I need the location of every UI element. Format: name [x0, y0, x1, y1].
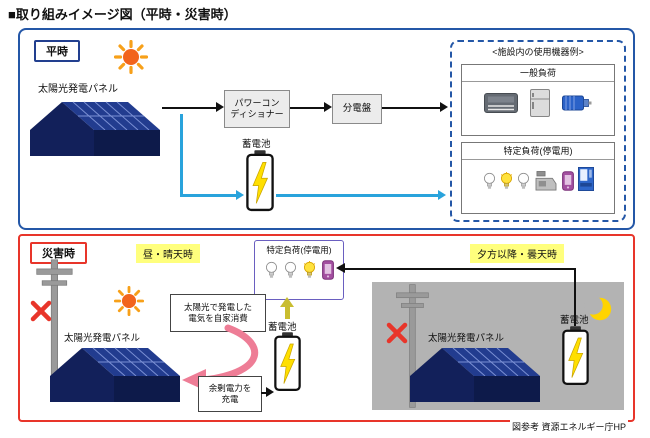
- light-bulb-lit-icon: [303, 261, 315, 279]
- battery-label: 蓄電池: [242, 139, 271, 150]
- solar-house-icon: [30, 101, 160, 156]
- connector-surplus-battery: [261, 392, 268, 394]
- evening-label: 夕方以降・曇天時: [470, 244, 564, 263]
- cash-register-icon: [535, 171, 556, 191]
- light-bulb-icon: [265, 261, 277, 279]
- specific-load-icons: [462, 167, 614, 191]
- general-load-box: 一般負荷: [461, 64, 615, 136]
- arrowhead-pcs-board: [324, 102, 332, 112]
- disaster-times-panel: 災害時 昼・晴天時 夕方以降・曇天時 特定負荷(停電用) 太陽光で発電した 電気…: [18, 234, 635, 422]
- light-bulb-lit-icon: [500, 172, 512, 190]
- specific-load-box: 特定負荷(停電用): [461, 142, 615, 214]
- refrigerator-icon: [530, 89, 550, 117]
- mobile-phone-icon: [321, 260, 334, 280]
- battery-label: 蓄電池: [268, 322, 297, 333]
- disaster-times-label: 災害時: [30, 242, 87, 264]
- vending-machine-icon: [577, 167, 594, 191]
- page-title: ■取り組みイメージ図（平時・災害時）: [8, 7, 237, 22]
- power-conditioner-box: パワーコン ディショナー: [224, 90, 290, 128]
- connector-night-battery-up: [574, 268, 576, 326]
- normal-times-panel: 平時 太陽光発電パネル パワーコン ディショナー 分電盤 蓄電池 <施設内の使用…: [18, 28, 635, 230]
- connector-house-down: [180, 114, 183, 196]
- arrowhead-board-facility: [440, 102, 448, 112]
- battery-icon: [274, 332, 301, 392]
- battery-icon: [562, 326, 589, 386]
- specific-load-box: 特定負荷(停電用): [254, 240, 344, 300]
- arrowhead-house-pcs: [216, 102, 224, 112]
- mobile-phone-icon: [561, 171, 574, 191]
- light-bulb-icon: [284, 261, 296, 279]
- solar-house-icon: [50, 347, 180, 402]
- specific-load-icons: [255, 260, 343, 280]
- facility-title: <施設内の使用機器例>: [492, 47, 584, 57]
- connector-night-battery-left: [345, 268, 575, 270]
- solar-panel-label: 太陽光発電パネル: [38, 84, 118, 95]
- source-credit: 図参考 資源エネルギー庁HP: [509, 420, 628, 433]
- arrowhead-surplus-battery: [266, 387, 274, 397]
- connector-house-pcs: [162, 107, 216, 109]
- connector-board-facility: [382, 107, 440, 109]
- sun-icon: [114, 286, 144, 316]
- arrowhead-to-battery: [236, 190, 244, 200]
- moon-icon: [584, 295, 612, 321]
- surplus-charge-note: 余剰電力を 充電: [198, 376, 262, 412]
- sun-icon: [114, 40, 148, 74]
- normal-times-label: 平時: [34, 40, 80, 62]
- arrowhead-battery-load-up: [280, 297, 294, 307]
- specific-load-title: 特定負荷(停電用): [266, 245, 332, 255]
- light-bulb-icon: [517, 172, 529, 190]
- general-load-title: 一般負荷: [462, 65, 614, 82]
- motor-icon: [562, 95, 592, 111]
- connector-to-battery: [180, 194, 238, 197]
- air-conditioner-icon: [484, 93, 518, 113]
- specific-load-title: 特定負荷(停電用): [462, 143, 614, 160]
- solar-house-icon: [410, 347, 540, 402]
- connector-battery-load-up: [285, 306, 290, 319]
- facility-examples-box: <施設内の使用機器例> 一般負荷 特定負荷(停電用): [450, 40, 626, 222]
- distribution-board-box: 分電盤: [332, 94, 382, 124]
- general-load-icons: [462, 89, 614, 117]
- arrowhead-battery-specific-load: [438, 190, 446, 200]
- self-consumption-note: 太陽光で発電した 電気を自家消費: [170, 294, 266, 332]
- solar-panel-label: 太陽光発電パネル: [64, 333, 141, 344]
- connector-pcs-board: [290, 107, 324, 109]
- power-outage-x-icon: [30, 300, 52, 322]
- light-bulb-icon: [483, 172, 495, 190]
- solar-panel-label: 太陽光発電パネル: [428, 333, 505, 344]
- connector-battery-specific-load: [276, 194, 440, 197]
- daytime-label: 昼・晴天時: [136, 244, 200, 263]
- power-outage-x-icon: [386, 322, 408, 344]
- arrowhead-night-battery-load: [336, 263, 345, 273]
- battery-icon: [246, 150, 274, 212]
